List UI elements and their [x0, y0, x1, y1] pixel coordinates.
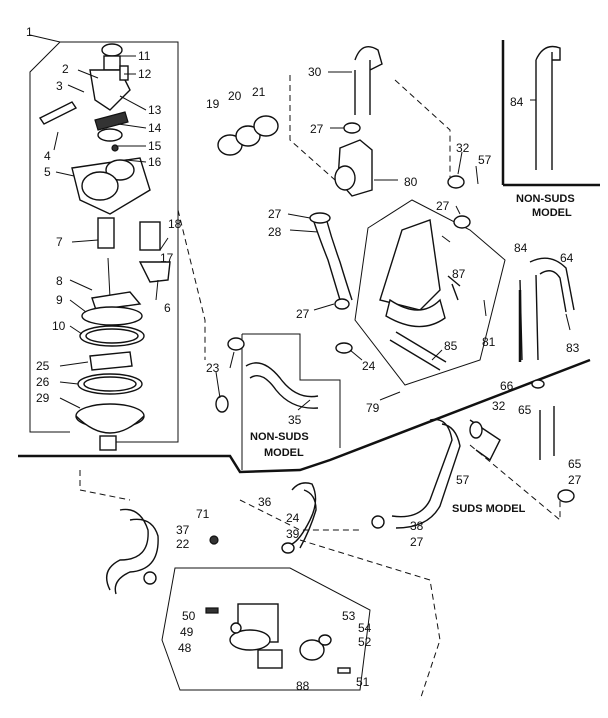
part-label: 52 [358, 635, 372, 649]
part-label: 9 [56, 293, 63, 307]
part-label: 26 [36, 375, 50, 389]
part-label: 27 [436, 199, 450, 213]
part-label: 6 [164, 301, 171, 315]
transmission-assembly [38, 43, 171, 451]
part-label: 66 [500, 379, 514, 393]
part-label: 23 [206, 361, 220, 375]
suds-model-caption: SUDS MODEL [452, 503, 526, 515]
part-label: 3 [56, 79, 63, 93]
part-label: 36 [258, 495, 272, 509]
part-label: 80 [404, 175, 418, 189]
part-label: 54 [358, 621, 372, 635]
part-label: 85 [444, 339, 458, 353]
part-label: 30 [308, 65, 322, 79]
part-label: 24 [362, 359, 376, 373]
part-label: 20 [228, 89, 242, 103]
part-label: 37 [176, 523, 190, 537]
part-label: 27 [296, 307, 310, 321]
part-label: 88 [296, 679, 310, 693]
part-label: 38 [410, 519, 424, 533]
part-label: 27 [410, 535, 424, 549]
part-label: 57 [478, 153, 492, 167]
part-label: 51 [356, 675, 370, 689]
part-label: 27 [310, 122, 324, 136]
part-label: 32 [456, 141, 470, 155]
part-label: 50 [182, 609, 196, 623]
part-label: 28 [268, 225, 282, 239]
part-label: 83 [566, 341, 580, 355]
part-label: 57 [456, 473, 470, 487]
pump-assembly [205, 535, 351, 674]
non-suds-top-caption: MODEL [532, 207, 572, 219]
part-label: 19 [206, 97, 220, 111]
part-label: 12 [138, 67, 152, 81]
part-label: 15 [148, 139, 162, 153]
part-label: 81 [482, 335, 496, 349]
part-label: 18 [168, 217, 182, 231]
part-label: 24 [286, 511, 300, 525]
part-label: 32 [492, 399, 506, 413]
part-label: 11 [138, 49, 151, 63]
part-label: 84 [514, 241, 528, 255]
leader-lines [29, 34, 571, 411]
part-label: 79 [366, 401, 380, 415]
part-label: 10 [52, 319, 66, 333]
part-label: 25 [36, 359, 50, 373]
part-label: 48 [178, 641, 192, 655]
model-captions: NON-SUDS MODEL NON-SUDS MODEL SUDS MODEL [250, 193, 575, 515]
part-label: 1 [26, 25, 33, 39]
part-label: 22 [176, 537, 190, 551]
part-label: 64 [560, 251, 574, 265]
part-label: 65 [518, 403, 532, 417]
part-label: 87 [452, 267, 466, 281]
part-labels: 1 2 3 4 5 6 7 8 9 10 11 12 13 14 15 16 1… [26, 25, 582, 693]
part-label: 16 [148, 155, 162, 169]
part-label: 13 [148, 103, 162, 117]
hoses [106, 45, 575, 595]
part-label: 7 [56, 235, 63, 249]
clamps [143, 175, 575, 585]
part-label: 35 [288, 413, 302, 427]
non-suds-mid-caption: NON-SUDS [250, 431, 309, 443]
part-label: 27 [568, 473, 582, 487]
part-label: 39 [286, 527, 300, 541]
part-label: 84 [510, 95, 524, 109]
part-label: 27 [268, 207, 282, 221]
pump-fittings [217, 46, 383, 197]
part-label: 29 [36, 391, 50, 405]
part-label: 71 [196, 507, 210, 521]
dispenser-assembly [379, 219, 447, 371]
part-label: 4 [44, 149, 51, 163]
part-label: 5 [44, 165, 51, 179]
part-label: 2 [62, 62, 69, 76]
part-label: 65 [568, 457, 582, 471]
part-label: 49 [180, 625, 194, 639]
non-suds-mid-caption: MODEL [264, 447, 304, 459]
part-label: 53 [342, 609, 356, 623]
non-suds-top-caption: NON-SUDS [516, 193, 575, 205]
part-label: 8 [56, 274, 63, 288]
part-label: 14 [148, 121, 162, 135]
part-label: 21 [252, 85, 266, 99]
part-label: 17 [160, 251, 174, 265]
